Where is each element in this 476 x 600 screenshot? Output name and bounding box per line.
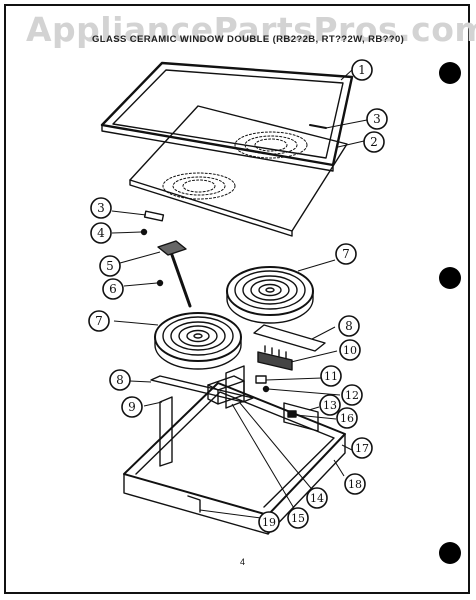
callout-18: 18	[344, 473, 366, 495]
callout-number: 16	[340, 412, 354, 425]
part-burner-7-left	[154, 312, 242, 370]
callout-15: 15	[287, 507, 309, 529]
part-bracket-3	[143, 210, 165, 222]
part-bracket-8-right	[253, 324, 326, 352]
callout-number: 18	[348, 478, 362, 491]
callout-circle	[99, 255, 121, 277]
callout-8: 8	[338, 315, 360, 337]
callout-3: 3	[90, 197, 112, 219]
callout-circle	[258, 511, 280, 533]
callout-number: 2	[370, 135, 378, 149]
callout-6: 6	[102, 278, 124, 300]
callout-circle	[341, 384, 363, 406]
diagram-heading: GLASS CERAMIC WINDOW DOUBLE (RB2?2B, RT?…	[92, 34, 405, 45]
callout-number: 19	[262, 516, 276, 529]
part-limiter-5	[157, 240, 192, 308]
callout-circle	[363, 131, 385, 153]
callout-circle	[102, 278, 124, 300]
part-screw-4	[140, 228, 148, 236]
callout-11: 11	[320, 365, 342, 387]
part-glass-panel-2	[129, 105, 348, 237]
callout-circle	[351, 437, 373, 459]
callout-number: 9	[128, 400, 136, 414]
callout-19: 19	[258, 511, 280, 533]
callout-16: 16	[336, 407, 358, 429]
callout-number: 3	[97, 201, 105, 215]
callout-circle	[339, 339, 361, 361]
callout-circle	[366, 108, 388, 130]
callout-5: 5	[99, 255, 121, 277]
callout-circle	[90, 197, 112, 219]
callout-17: 17	[351, 437, 373, 459]
callout-14: 14	[306, 487, 328, 509]
callout-number: 8	[345, 319, 353, 333]
callout-number: 5	[106, 259, 114, 273]
callout-7: 7	[88, 310, 110, 332]
callout-number: 14	[310, 492, 324, 505]
part-screw-6	[156, 279, 164, 287]
callout-number: 15	[291, 512, 305, 525]
callout-13: 13	[319, 394, 341, 416]
callout-7: 7	[335, 243, 357, 265]
part-bracket-19	[187, 495, 201, 513]
callout-12: 12	[341, 384, 363, 406]
callout-number: 10	[343, 344, 357, 357]
callout-number: 7	[342, 247, 350, 261]
callout-circle	[287, 507, 309, 529]
binder-hole-bottom	[439, 542, 461, 564]
callout-number: 1	[358, 63, 366, 77]
callout-10: 10	[339, 339, 361, 361]
callout-circle	[109, 369, 131, 391]
page-number: 4	[240, 557, 246, 567]
callout-number: 4	[97, 226, 105, 240]
callout-circle	[88, 310, 110, 332]
callout-number: 7	[95, 314, 103, 328]
part-bracket-9	[159, 396, 173, 467]
part-terminal-block-10	[257, 345, 293, 371]
binder-hole-middle	[439, 267, 461, 289]
callout-9: 9	[121, 396, 143, 418]
callout-circle	[121, 396, 143, 418]
binder-hole-top	[439, 62, 461, 84]
part-frame-1	[100, 61, 354, 172]
callout-2: 2	[363, 131, 385, 153]
callout-circle	[338, 315, 360, 337]
callout-3: 3	[366, 108, 388, 130]
callout-circle	[336, 407, 358, 429]
part-burner-7-right	[226, 266, 314, 324]
part-base-pan-17	[123, 382, 346, 535]
watermark: AppliancePartsPros.com	[26, 10, 476, 49]
callout-circle	[351, 59, 373, 81]
part-clip-3-upper	[309, 124, 327, 129]
leader-lines	[111, 69, 368, 519]
callout-number: 6	[109, 282, 117, 296]
callout-number: 3	[373, 112, 381, 126]
callout-4: 4	[90, 222, 112, 244]
callout-circle	[306, 487, 328, 509]
part-left-hardware	[140, 210, 192, 308]
callout-circle	[335, 243, 357, 265]
diagram-border	[4, 4, 470, 594]
callout-number: 13	[323, 399, 337, 412]
callout-8: 8	[109, 369, 131, 391]
callout-circle	[90, 222, 112, 244]
callout-number: 12	[345, 389, 359, 402]
callout-number: 11	[324, 370, 338, 383]
callout-circle	[319, 394, 341, 416]
callout-number: 8	[116, 373, 124, 387]
callout-1: 1	[351, 59, 373, 81]
callout-circle	[344, 473, 366, 495]
callout-number: 17	[355, 442, 369, 455]
callout-circle	[320, 365, 342, 387]
